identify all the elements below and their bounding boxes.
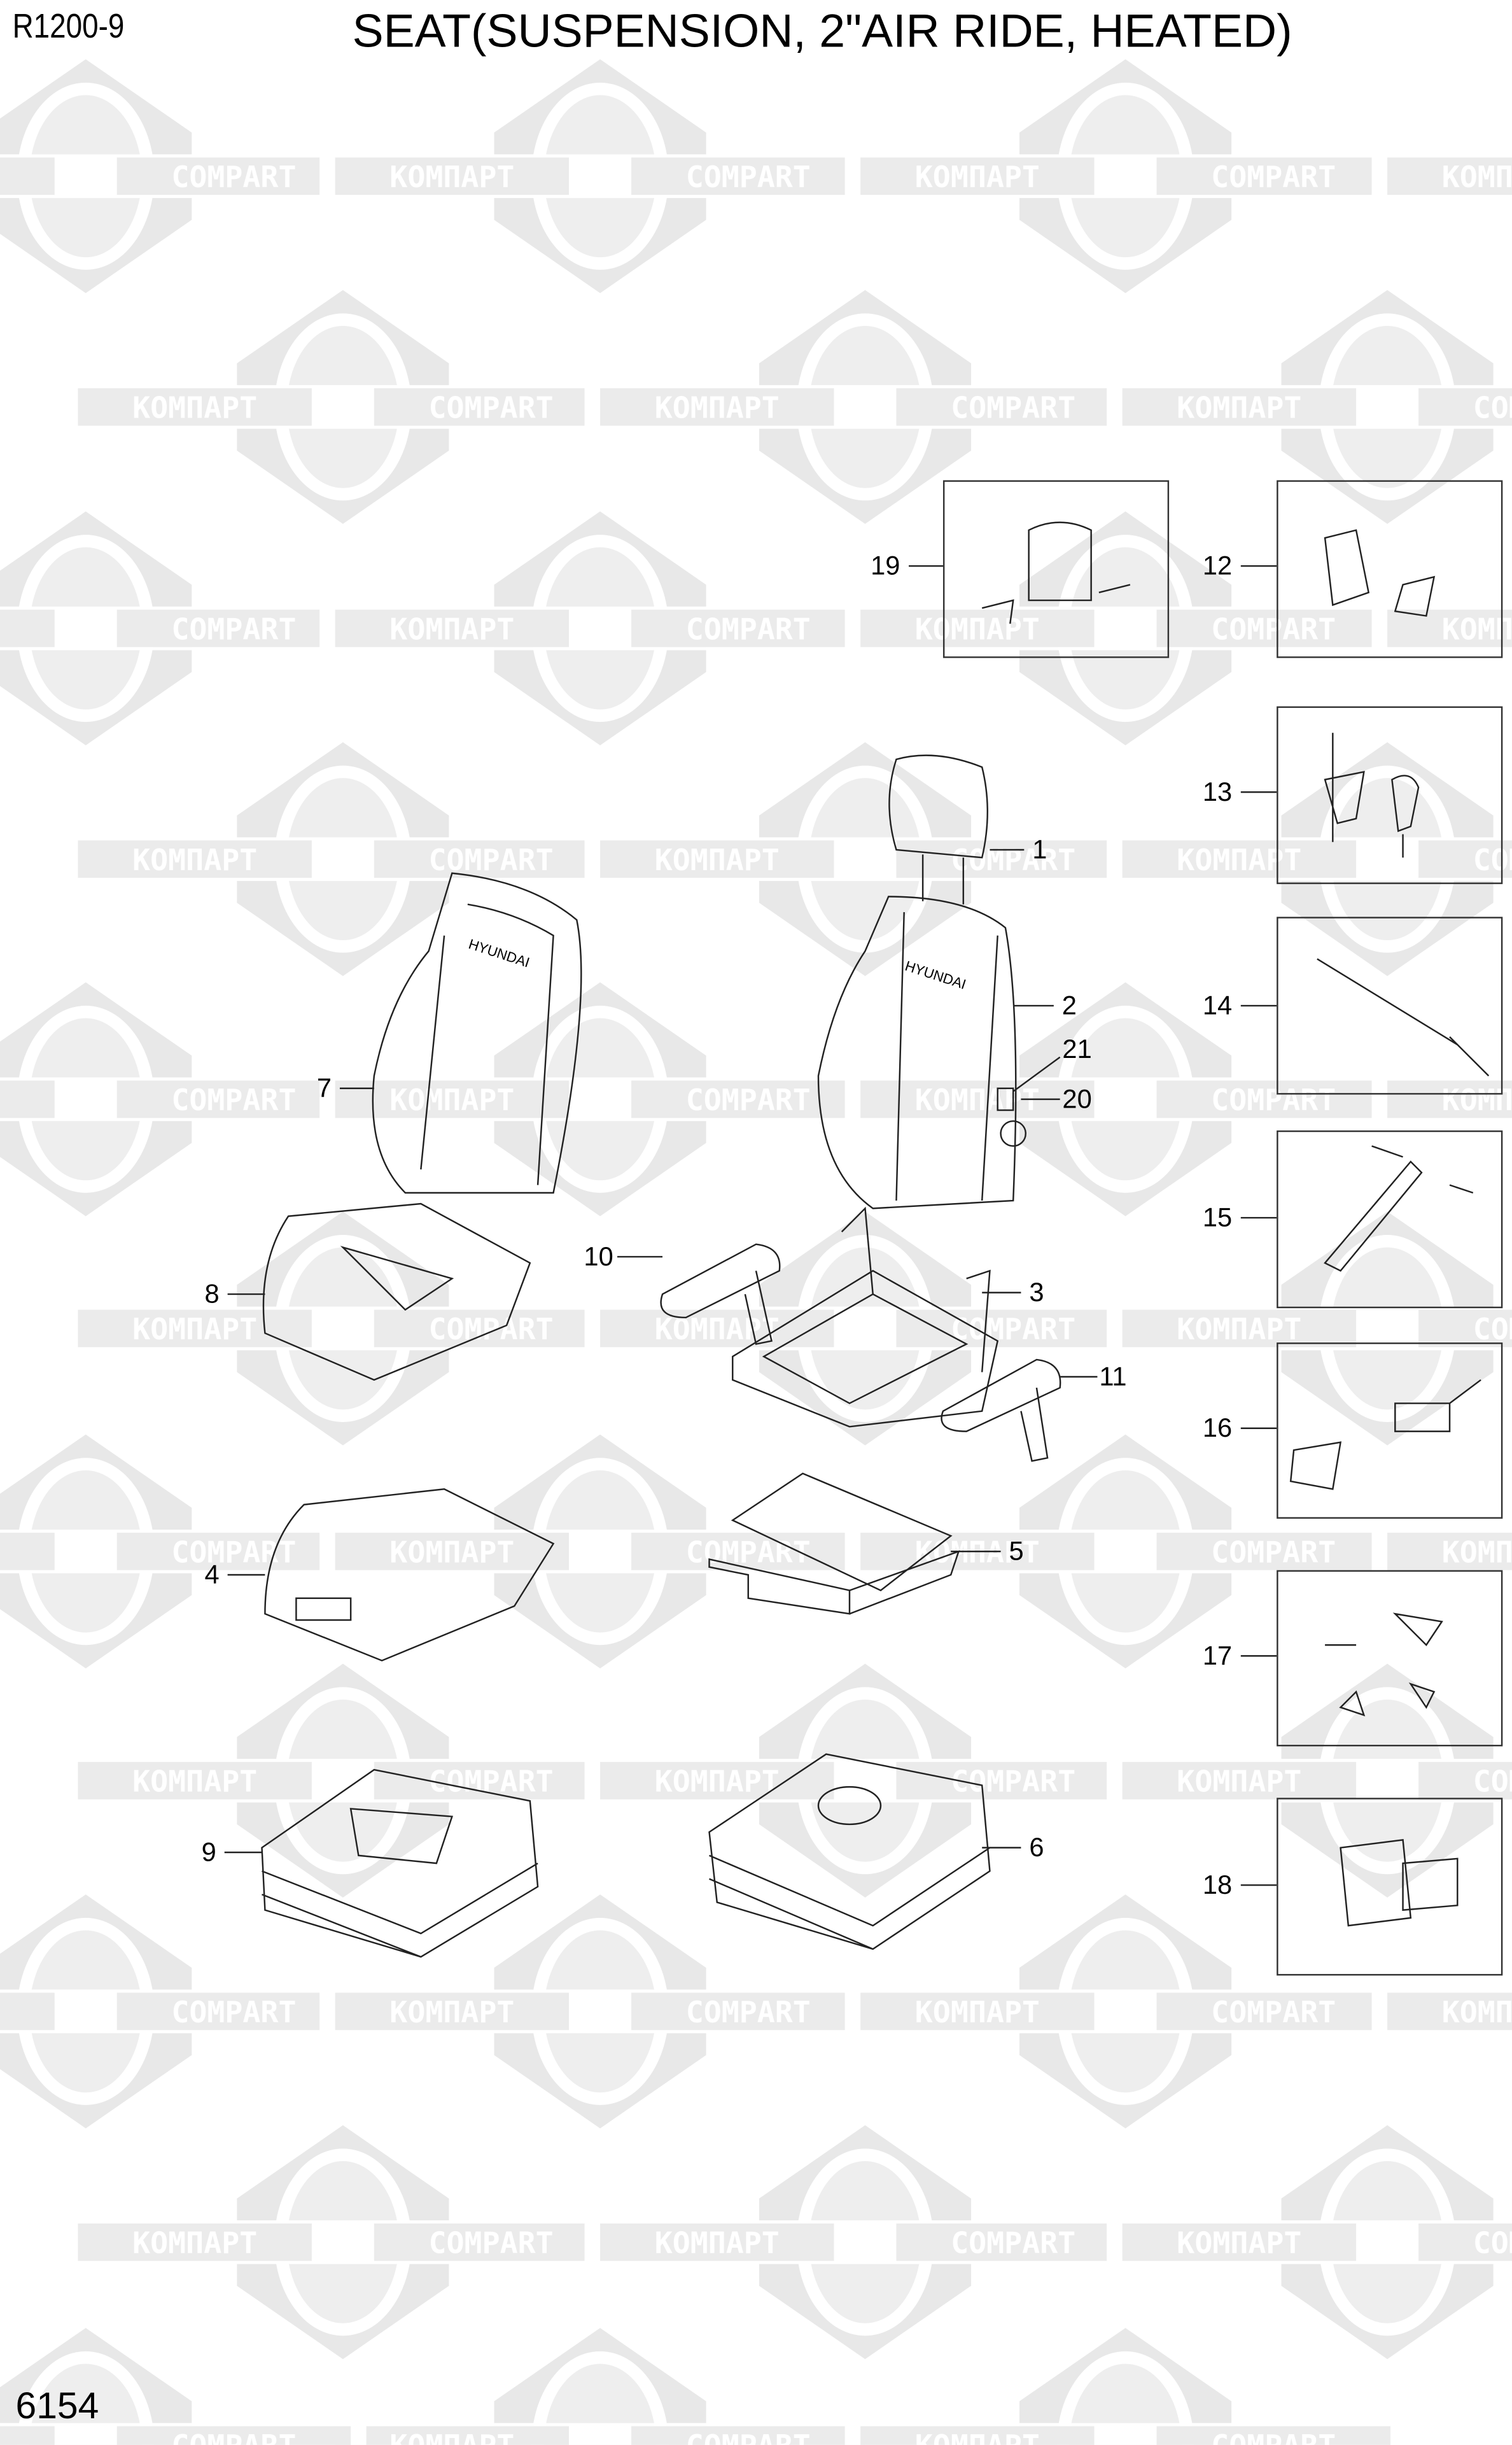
callout-18[interactable]: 18 [1202,1870,1233,1900]
callout-1[interactable]: 1 [1032,835,1047,865]
callout-14[interactable]: 14 [1202,990,1233,1021]
callout-9[interactable]: 9 [201,1837,216,1868]
callout-3[interactable]: 3 [1029,1278,1044,1307]
seat-cushion-4 [264,1488,555,1662]
callout-4[interactable]: 4 [204,1560,220,1590]
callout-7[interactable]: 7 [316,1073,332,1104]
callout-19[interactable]: 19 [871,551,900,581]
callout-10[interactable]: 10 [584,1242,613,1272]
page-title: SEAT(SUSPENSION, 2"AIR RIDE, HEATED) [352,6,1292,58]
callout-5[interactable]: 5 [1009,1536,1024,1567]
seat-frame-3 [732,1269,999,1428]
armrest-10 [660,1243,781,1345]
callout-16[interactable]: 16 [1202,1413,1233,1444]
suspension-9 [261,1768,539,1958]
model-code: R1200-9 [12,6,125,46]
callout-21[interactable]: 21 [1062,1034,1092,1064]
callout-8[interactable]: 8 [204,1279,220,1309]
inset-box-14 [1277,917,1503,1095]
callout-13[interactable]: 13 [1202,777,1233,807]
callout-11[interactable]: 11 [1099,1362,1127,1392]
seat-cushion-8 [262,1202,531,1381]
armrest-11 [941,1358,1061,1462]
seat-back-2 [817,896,1017,1209]
inset-box-13 [1277,706,1503,884]
callout-15[interactable]: 15 [1202,1202,1233,1233]
inset-box-15 [1277,1130,1503,1309]
suspension-6 [708,1753,991,1950]
callout-12[interactable]: 12 [1202,551,1233,581]
callout-20[interactable]: 20 [1062,1084,1092,1115]
page-number: 6154 [15,2385,99,2428]
callout-2[interactable]: 2 [1061,990,1077,1021]
inset-box-17 [1277,1570,1503,1747]
inset-box-16 [1277,1342,1503,1519]
hyundai-logo: HYUNDAI [903,958,968,992]
part-drawings [224,521,1490,1958]
seat-back-7 [372,872,582,1194]
inset-box-19 [942,480,1170,658]
callout-17[interactable]: 17 [1202,1641,1233,1671]
callout-6[interactable]: 6 [1029,1833,1044,1863]
hyundai-logo: HYUNDAI [466,936,531,970]
inset-box-12 [1277,480,1503,658]
inset-box-18 [1277,1798,1503,1976]
headrest-1 [888,754,988,859]
